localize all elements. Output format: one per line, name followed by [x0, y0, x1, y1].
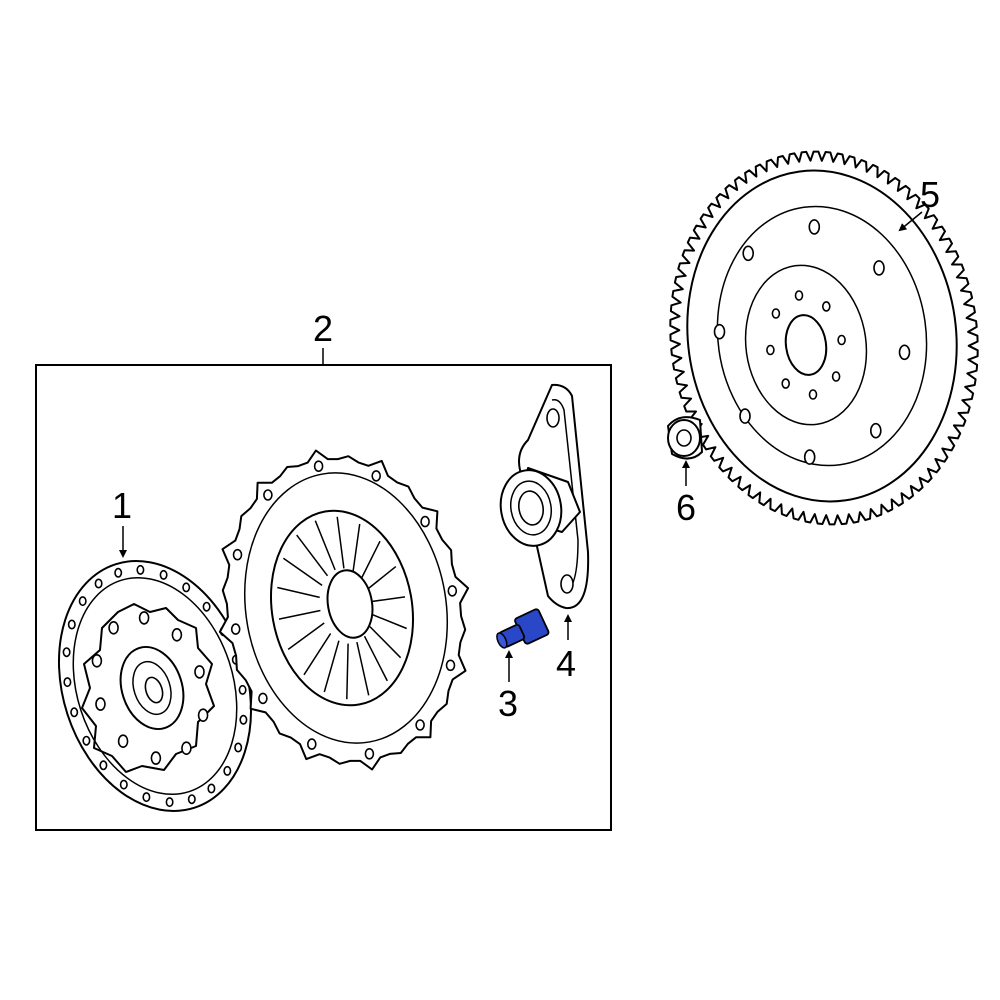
callout-4: 4 — [556, 643, 576, 684]
disc-damper-rivet — [181, 741, 192, 756]
disc-rivet — [78, 596, 87, 607]
diaphragm-finger — [277, 586, 320, 599]
disc-damper-rivet — [171, 627, 183, 642]
disc-rivet — [114, 567, 123, 578]
callout-1: 1 — [112, 485, 132, 526]
disc-rivet — [94, 578, 103, 589]
diaphragm-finger — [360, 540, 381, 579]
pressure-plate-boss — [230, 623, 241, 635]
flywheel-mount-hole — [898, 344, 911, 361]
callout-5: 5 — [920, 174, 940, 215]
pressure-plate-boss — [258, 692, 268, 705]
pressure-plate-boss — [447, 585, 458, 597]
disc-damper-rivet — [138, 611, 150, 625]
disc-rivet — [223, 765, 232, 776]
flywheel-mount-hole — [803, 449, 816, 465]
flywheel-mount-hole — [808, 219, 821, 235]
diaphragm-finger — [346, 643, 349, 700]
disc-rivet — [63, 677, 72, 688]
flywheel-crank-bolt-hole — [766, 344, 775, 356]
diaphragm-finger — [296, 534, 329, 577]
disc-rivet — [82, 735, 91, 746]
flywheel-crank-bolt-hole — [794, 290, 804, 301]
diaphragm-finger — [278, 609, 321, 620]
diaphragm-finger — [367, 566, 397, 590]
pressure-plate-boss — [313, 460, 324, 473]
disc-rivet — [67, 619, 76, 630]
disc-damper-rivet — [95, 697, 106, 711]
pressure-plate-boss — [420, 515, 430, 528]
disc-rivet — [202, 601, 211, 612]
pressure-plate-boss — [306, 738, 317, 750]
release-bearing[interactable] — [495, 383, 590, 610]
disc-rivet — [159, 569, 168, 580]
pressure-plate[interactable] — [218, 449, 470, 771]
flywheel-mount-hole — [869, 422, 882, 439]
callout-2: 2 — [313, 308, 333, 349]
disc-damper-rivet — [91, 653, 103, 668]
disc-rivet — [70, 707, 79, 718]
flywheel-crank-bolt-hole — [837, 334, 846, 346]
disc-damper-rivet — [194, 665, 205, 679]
pressure-plate-boss — [263, 489, 273, 501]
flywheel-crank-bolt-hole — [781, 378, 791, 389]
diaphragm-finger — [314, 520, 336, 571]
diaphragm-finger — [372, 613, 407, 630]
disc-damper-rivet — [150, 751, 162, 765]
flywheel-mount-hole — [739, 408, 751, 424]
diaphragm-finger — [287, 622, 325, 651]
disc-rivet — [207, 783, 216, 794]
diaphragm-finger — [363, 635, 388, 682]
flywheel-mount-hole — [873, 260, 885, 276]
pilot-bearing[interactable] — [667, 416, 703, 460]
clutch-disc[interactable] — [28, 536, 282, 836]
disc-rivet — [165, 797, 174, 808]
disc-rivet — [99, 760, 108, 771]
flywheel-crank-bolt-hole — [771, 308, 781, 319]
diaphragm-finger — [282, 557, 323, 587]
disc-rivet — [62, 647, 71, 658]
disc-rivet — [239, 714, 248, 725]
flywheel[interactable] — [666, 150, 979, 526]
guide-bolt[interactable] — [492, 608, 550, 655]
disc-rivet — [119, 779, 128, 790]
pressure-plate-boss — [364, 747, 375, 760]
pressure-plate-boss — [371, 470, 382, 482]
disc-damper-rivet — [117, 734, 129, 749]
flywheel-mount-hole — [713, 323, 726, 340]
pressure-plate-boss — [415, 719, 425, 731]
disc-rivet — [187, 794, 196, 805]
diaphragm-finger — [336, 516, 345, 569]
disc-rivet — [238, 684, 247, 695]
callout-3: 3 — [498, 683, 518, 724]
disc-rivet — [234, 742, 243, 753]
disc-rivet — [142, 792, 151, 803]
diaphragm-finger — [371, 596, 406, 603]
disc-damper-rivet — [108, 620, 119, 635]
pressure-plate-boss — [445, 659, 456, 672]
callout-6: 6 — [676, 487, 696, 528]
diaphragm-finger — [352, 523, 361, 572]
pressure-plate-boss — [232, 548, 243, 561]
flywheel-crank-bolt-hole — [821, 301, 831, 312]
flywheel-crank-bolt-hole — [831, 371, 841, 382]
diaphragm-finger — [323, 640, 340, 693]
diaphragm-finger — [369, 626, 402, 659]
diaphragm-finger — [356, 641, 370, 696]
disc-damper-rivet — [197, 708, 209, 723]
callout-5-arrow — [898, 211, 923, 232]
disc-rivet — [136, 564, 145, 575]
flywheel-mount-hole — [742, 245, 755, 262]
flywheel-crank-bolt-hole — [808, 389, 818, 400]
diaphragm-finger — [303, 633, 332, 676]
disc-rivet — [182, 582, 191, 593]
